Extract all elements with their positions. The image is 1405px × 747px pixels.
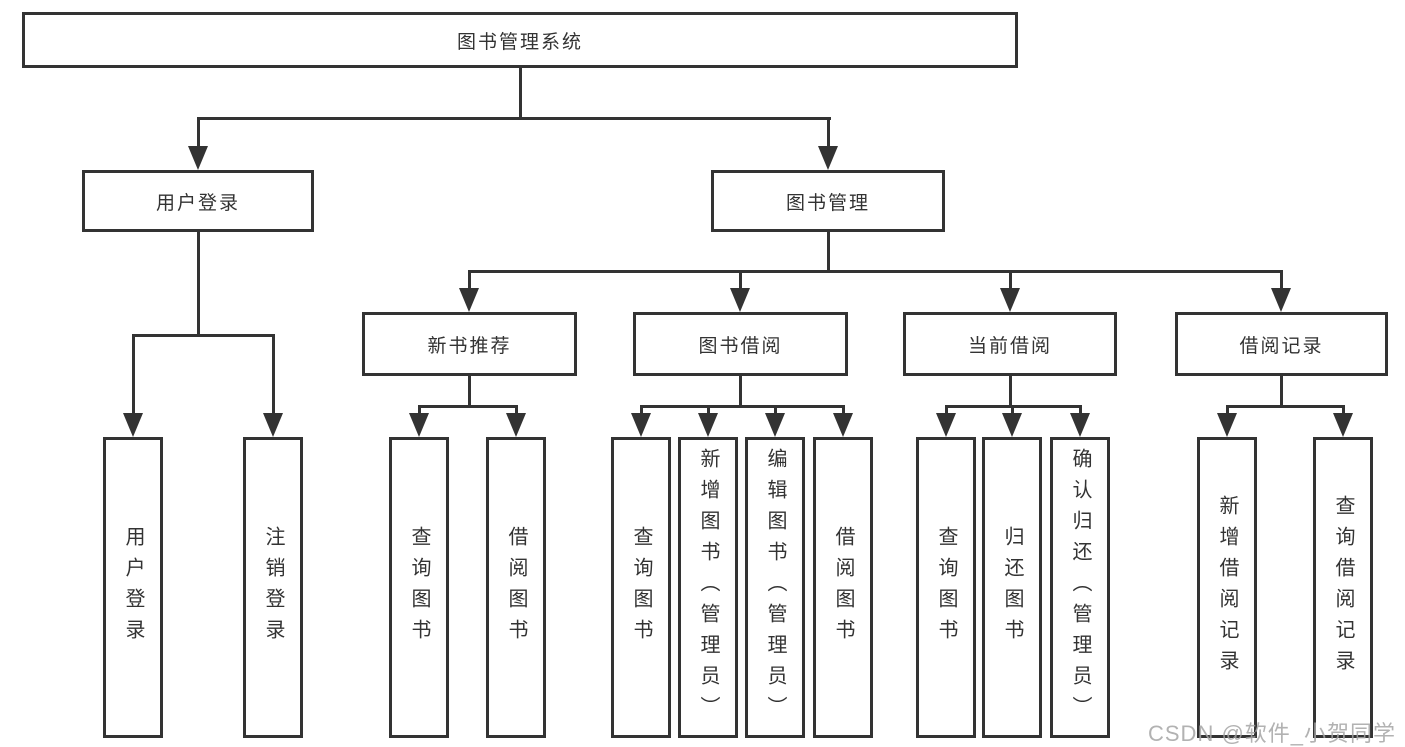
connector-vline (132, 334, 135, 416)
connector-vline (1280, 376, 1283, 407)
leaf-add-borrow-record: 新增借阅记录 (1197, 437, 1257, 738)
arrow-down-icon (1002, 413, 1022, 437)
connector-vline (468, 270, 471, 291)
connector-vline (197, 232, 200, 336)
connector-hline (468, 270, 1282, 273)
node-label: 借阅记录 (1239, 335, 1324, 357)
node-book-borrowing: 图书借阅 (633, 312, 848, 376)
arrow-down-icon (730, 288, 750, 312)
node-label: 当前借阅 (967, 335, 1052, 357)
connector-vline (1280, 270, 1283, 291)
leaf-query-books-recommend: 查询图书 (389, 437, 449, 738)
connector-vline (945, 405, 948, 416)
connector-vline (842, 405, 845, 416)
arrow-down-icon (409, 413, 429, 437)
connector-vline (1009, 270, 1012, 291)
arrow-down-icon (459, 288, 479, 312)
node-label: 用户登录 (122, 525, 144, 650)
node-new-book-recommendation: 新书推荐 (362, 312, 577, 376)
arrow-down-icon (1217, 413, 1237, 437)
node-library-management-system: 图书管理系统 (22, 12, 1018, 68)
connector-vline (739, 376, 742, 407)
node-label: 借阅图书 (505, 525, 527, 650)
arrow-down-icon (631, 413, 651, 437)
connector-vline (197, 117, 200, 148)
arrow-down-icon (1333, 413, 1353, 437)
leaf-confirm-return-admin: 确认归还（管理员） (1050, 437, 1110, 738)
node-borrowing-records: 借阅记录 (1175, 312, 1388, 376)
leaf-query-books-current: 查询图书 (916, 437, 976, 738)
connector-hline (640, 405, 844, 408)
arrow-down-icon (818, 146, 838, 170)
leaf-user-login: 用户登录 (103, 437, 163, 738)
leaf-edit-book-admin: 编辑图书（管理员） (745, 437, 805, 738)
connector-vline (1226, 405, 1229, 416)
connector-hline (1226, 405, 1344, 408)
node-book-management: 图书管理 (711, 170, 945, 232)
node-label: 图书借阅 (698, 335, 783, 357)
leaf-borrow-books-recommend: 借阅图书 (486, 437, 546, 738)
connector-vline (640, 405, 643, 416)
arrow-down-icon (263, 413, 283, 437)
node-label: 查询图书 (408, 525, 430, 650)
connector-vline (418, 405, 421, 416)
arrow-down-icon (506, 413, 526, 437)
leaf-query-borrow-record: 查询借阅记录 (1313, 437, 1373, 738)
csdn-watermark: CSDN @软件_小贺同学 (1148, 721, 1397, 746)
connector-vline (1011, 405, 1014, 416)
arrow-down-icon (936, 413, 956, 437)
node-current-borrowing: 当前借阅 (903, 312, 1117, 376)
connector-vline (827, 117, 830, 148)
arrow-down-icon (1000, 288, 1020, 312)
connector-vline (774, 405, 777, 416)
arrow-down-icon (188, 146, 208, 170)
connector-hline (418, 405, 517, 408)
connector-vline (1079, 405, 1082, 416)
arrow-down-icon (698, 413, 718, 437)
node-label: 查询借阅记录 (1332, 494, 1354, 681)
connector-vline (1009, 376, 1012, 407)
connector-hline (197, 117, 831, 120)
node-label: 确认归还（管理员） (1069, 448, 1091, 727)
leaf-logout: 注销登录 (243, 437, 303, 738)
node-label: 查询图书 (935, 525, 957, 650)
node-user-login: 用户登录 (82, 170, 314, 232)
arrow-down-icon (1070, 413, 1090, 437)
connector-vline (519, 68, 522, 119)
arrow-down-icon (123, 413, 143, 437)
node-label: 新增图书（管理员） (697, 448, 719, 727)
node-label: 新书推荐 (427, 335, 512, 357)
node-label: 用户登录 (155, 192, 240, 214)
arrow-down-icon (833, 413, 853, 437)
leaf-add-book-admin: 新增图书（管理员） (678, 437, 738, 738)
leaf-return-books: 归还图书 (982, 437, 1042, 738)
connector-vline (739, 270, 742, 291)
connector-vline (827, 232, 830, 273)
node-label: 查询图书 (630, 525, 652, 650)
connector-vline (515, 405, 518, 416)
leaf-query-books-borrow: 查询图书 (611, 437, 671, 738)
node-label: 图书管理 (785, 192, 870, 214)
connector-vline (468, 376, 471, 407)
connector-hline (132, 334, 275, 337)
arrow-down-icon (1271, 288, 1291, 312)
arrow-down-icon (765, 413, 785, 437)
connector-vline (707, 405, 710, 416)
node-label: 新增借阅记录 (1216, 494, 1238, 681)
node-label: 图书管理系统 (456, 31, 583, 53)
node-label: 编辑图书（管理员） (764, 448, 786, 727)
connector-vline (272, 334, 275, 416)
node-label: 借阅图书 (832, 525, 854, 650)
connector-vline (1342, 405, 1345, 416)
node-label: 注销登录 (262, 525, 284, 650)
node-label: 归还图书 (1001, 525, 1023, 650)
leaf-borrow-books: 借阅图书 (813, 437, 873, 738)
